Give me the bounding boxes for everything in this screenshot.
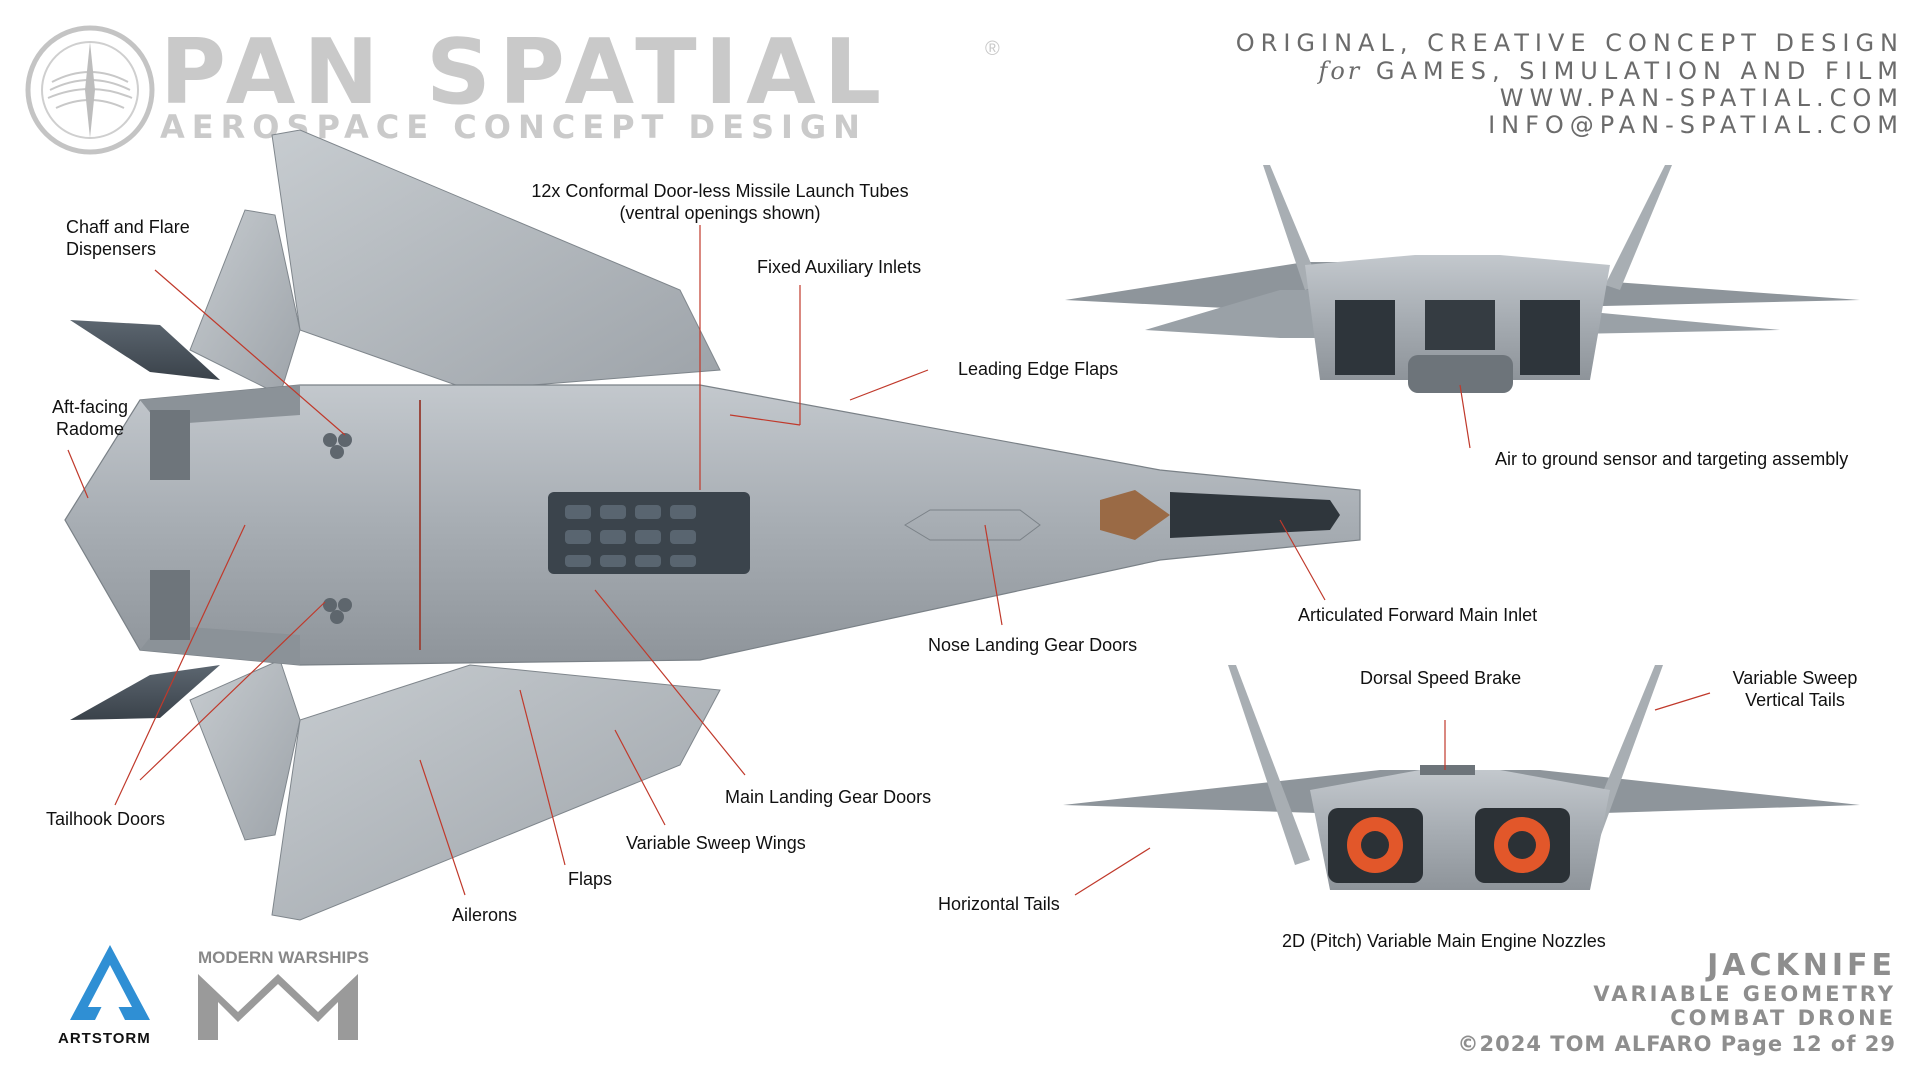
modern-warships-logo-icon (198, 974, 358, 1040)
callout-tailhook-doors: Tailhook Doors (46, 809, 166, 829)
email-link[interactable]: INFO@PAN-SPATIAL.COM (1488, 111, 1904, 139)
callout-ailerons: Ailerons (452, 905, 518, 925)
callout-vertical-tails-text: Variable Sweep Vertical Tails (1732, 668, 1858, 710)
modern-warships-label: MODERN WARSHIPS (198, 948, 369, 967)
lower-wing (271, 664, 721, 921)
callout-missile-tubes: 12x Conformal Door-less Missile Launch T… (500, 180, 940, 224)
forward-inlet (1170, 492, 1340, 538)
callout-main-gear-doors: Main Landing Gear Doors (725, 787, 932, 807)
info-line-2-text: GAMES, SIMULATION AND FILM (1375, 57, 1904, 85)
callout-sensor-assembly: Air to ground sensor and targeting assem… (1495, 449, 1849, 469)
callout-chaff-flare: Chaff and Flare Dispensers (66, 216, 190, 260)
callout-variable-sweep-wings: Variable Sweep Wings (626, 833, 806, 853)
aircraft-type-line-2: COMBAT DRONE (1670, 1006, 1896, 1030)
sensor-window (1100, 490, 1170, 540)
callout-aft-radome: Aft-facing Radome (40, 396, 140, 440)
callout-nose-gear-doors: Nose Landing Gear Doors (928, 635, 1138, 655)
callout-chaff-flare-text: Chaff and Flare Dispensers (66, 217, 190, 259)
callout-missile-tubes-text: 12x Conformal Door-less Missile Launch T… (531, 181, 909, 223)
callout-engine-nozzles: 2D (Pitch) Variable Main Engine Nozzles (1282, 931, 1606, 951)
callout-flaps: Flaps (568, 869, 613, 889)
callout-aux-inlets: Fixed Auxiliary Inlets (757, 257, 922, 277)
info-line-2: for GAMES, SIMULATION AND FILM (1318, 58, 1904, 85)
callout-horizontal-tails: Horizontal Tails (938, 894, 1060, 914)
copyright-page: ©2024 TOM ALFARO Page 12 of 29 (1457, 1032, 1896, 1056)
artstorm-logo-icon (70, 945, 150, 1020)
lower-tailplane (189, 659, 301, 841)
rear-view-drawing (1063, 665, 1860, 890)
aircraft-name: JACKNIFE (1707, 948, 1896, 983)
upper-wing (271, 129, 721, 391)
callout-forward-inlet: Articulated Forward Main Inlet (1298, 605, 1538, 625)
lower-vertical-tail (70, 665, 220, 720)
callout-aft-radome-text: Aft-facing Radome (51, 397, 129, 439)
callout-vertical-tails: Variable Sweep Vertical Tails (1715, 667, 1875, 711)
info-line-1: ORIGINAL, CREATIVE CONCEPT DESIGN (1235, 29, 1904, 57)
aircraft-type-line-1: VARIABLE GEOMETRY (1593, 982, 1896, 1006)
brand-title: PAN SPATIAL (160, 20, 890, 125)
registered-mark: ® (985, 38, 1000, 60)
website-link[interactable]: WWW.PAN-SPATIAL.COM (1499, 84, 1904, 112)
pan-spatial-emblem-icon (25, 25, 155, 155)
front-view-drawing (1065, 165, 1860, 393)
artstorm-label: ARTSTORM (58, 1030, 151, 1047)
callout-dorsal-speed-brake: Dorsal Speed Brake (1360, 668, 1522, 688)
callout-leading-edge-flaps: Leading Edge Flaps (958, 359, 1119, 379)
info-for: for (1318, 57, 1363, 85)
upper-vertical-tail (70, 320, 220, 380)
upper-tailplane (189, 209, 301, 396)
